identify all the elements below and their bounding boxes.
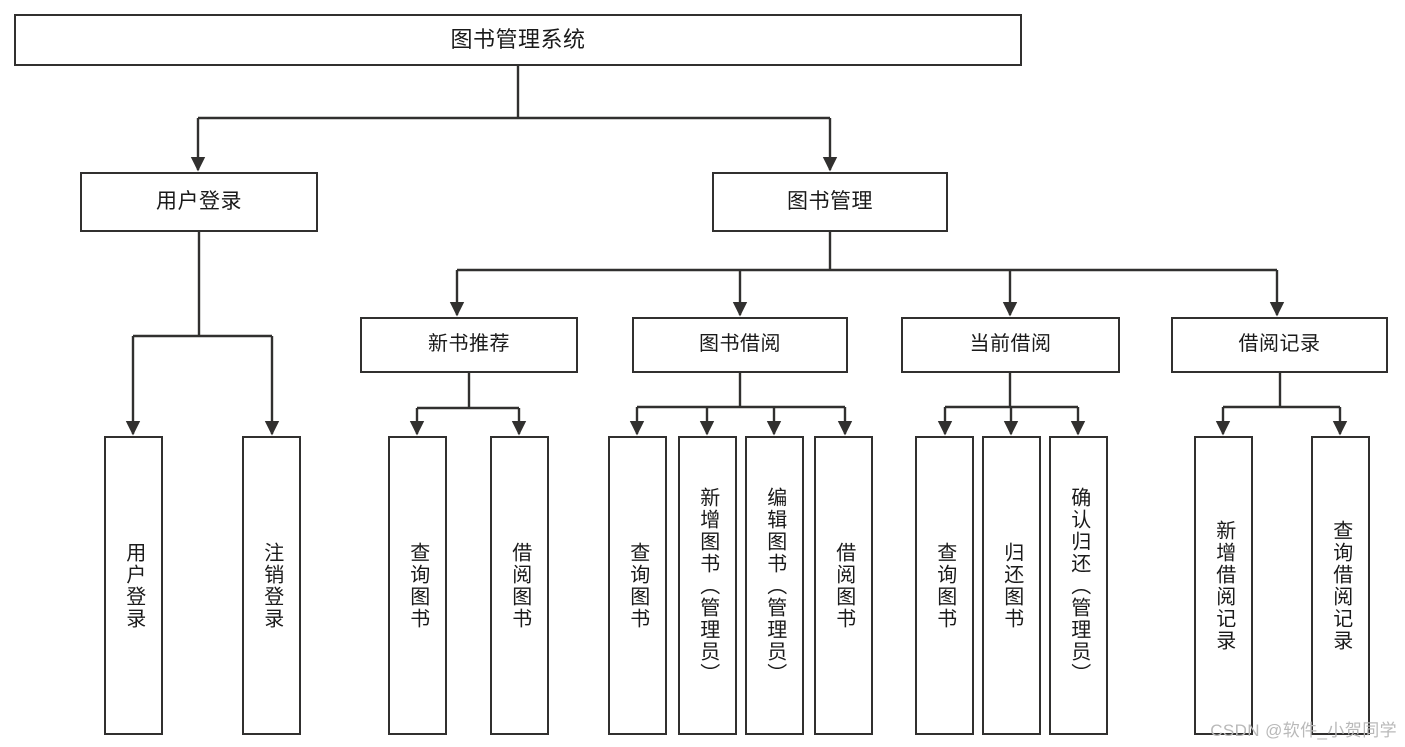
node-leaf-add-record-label: 新增借阅记录 — [1212, 519, 1235, 652]
node-leaf-query-book-3[interactable]: 查询图书 — [915, 436, 974, 735]
node-leaf-query-book-3-label: 查询图书 — [933, 541, 956, 630]
node-leaf-borrow-book-1[interactable]: 借阅图书 — [490, 436, 549, 735]
node-book-borrow[interactable]: 图书借阅 — [632, 317, 848, 373]
node-leaf-borrow-book-2-label: 借阅图书 — [832, 541, 855, 630]
node-leaf-user-login[interactable]: 用户登录 — [104, 436, 163, 735]
node-leaf-query-book-1-label: 查询图书 — [406, 541, 429, 630]
node-leaf-user-login-label: 用户登录 — [122, 541, 145, 630]
node-leaf-edit-book-label: 编辑图书（管理员） — [763, 486, 786, 685]
node-leaf-query-book-2-label: 查询图书 — [626, 541, 649, 630]
node-leaf-return-book-label: 归还图书 — [1000, 541, 1023, 630]
node-leaf-return-book[interactable]: 归还图书 — [982, 436, 1041, 735]
node-leaf-add-book-label: 新增图书（管理员） — [696, 486, 719, 685]
node-leaf-user-logout-label: 注销登录 — [260, 541, 283, 630]
node-new-book-recommend[interactable]: 新书推荐 — [360, 317, 578, 373]
node-leaf-query-book-1[interactable]: 查询图书 — [388, 436, 447, 735]
node-leaf-query-book-2[interactable]: 查询图书 — [608, 436, 667, 735]
node-leaf-borrow-book-1-label: 借阅图书 — [508, 541, 531, 630]
node-book-borrow-label: 图书借阅 — [699, 333, 781, 356]
node-leaf-confirm-return[interactable]: 确认归还（管理员） — [1049, 436, 1108, 735]
node-leaf-borrow-book-2[interactable]: 借阅图书 — [814, 436, 873, 735]
node-root-label: 图书管理系统 — [450, 27, 586, 53]
node-user-login-label: 用户登录 — [156, 189, 242, 213]
node-borrow-record[interactable]: 借阅记录 — [1171, 317, 1388, 373]
node-borrow-record-label: 借阅记录 — [1238, 333, 1321, 356]
node-leaf-add-book[interactable]: 新增图书（管理员） — [678, 436, 737, 735]
node-book-manage[interactable]: 图书管理 — [712, 172, 948, 232]
node-leaf-query-record-label: 查询借阅记录 — [1329, 519, 1352, 652]
node-leaf-edit-book[interactable]: 编辑图书（管理员） — [745, 436, 804, 735]
node-new-book-recommend-label: 新书推荐 — [428, 333, 510, 356]
node-user-login[interactable]: 用户登录 — [80, 172, 318, 232]
node-leaf-confirm-return-label: 确认归还（管理员） — [1067, 486, 1090, 685]
node-root[interactable]: 图书管理系统 — [14, 14, 1022, 66]
node-book-manage-label: 图书管理 — [787, 189, 873, 213]
watermark-text: CSDN @软件_小贺同学 — [1210, 721, 1397, 740]
node-leaf-user-logout[interactable]: 注销登录 — [242, 436, 301, 735]
node-current-borrow[interactable]: 当前借阅 — [901, 317, 1120, 373]
node-leaf-query-record[interactable]: 查询借阅记录 — [1311, 436, 1370, 735]
node-leaf-add-record[interactable]: 新增借阅记录 — [1194, 436, 1253, 735]
node-current-borrow-label: 当前借阅 — [969, 333, 1052, 356]
